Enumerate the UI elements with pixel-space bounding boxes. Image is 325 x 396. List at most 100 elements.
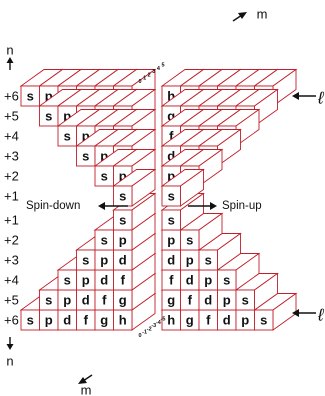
bottom-n-value-label: +6 (4, 313, 19, 328)
bottom-n-arrowhead-icon (6, 344, 14, 350)
top-n-value-label: +4 (4, 129, 19, 144)
bottom-left-orbital-label: f (84, 313, 89, 328)
bottom-left-orbital-label: h (119, 313, 127, 328)
bottom-right-orbital-label: h (167, 313, 175, 328)
top-m-arrowhead-icon (238, 12, 247, 19)
bottom-right-orbital-label: s (168, 213, 175, 228)
bottom-left-orbital-label: s (82, 253, 89, 268)
top-right-orbital-label: h (167, 89, 175, 104)
bottom-right-orbital-label: d (223, 313, 231, 328)
bottom-left-orbital-label: s (101, 233, 108, 248)
bottom-right-orbital-label: p (204, 273, 212, 288)
bottom-m-value-label: -3 (151, 323, 156, 329)
top-l-axis-label: ℓ (317, 89, 324, 108)
top-m-value-label: 0 (138, 79, 141, 85)
bottom-right-orbital-label: d (204, 293, 212, 308)
bottom-right-orbital-label: f (188, 293, 193, 308)
bottom-left-orbital-label: g (119, 293, 127, 308)
bottom-m-arrowhead-icon (78, 377, 87, 384)
bottom-right-orbital-label: p (223, 293, 231, 308)
top-n-value-label: +3 (4, 149, 19, 164)
top-left-orbital-label: s (82, 149, 89, 164)
top-n-axis-label: n (6, 43, 13, 58)
bottom-right-orbital-label: g (167, 293, 175, 308)
bottom-right-orbital-label: d (167, 253, 175, 268)
bottom-left-orbital-label: d (100, 273, 108, 288)
spin-down-arrowhead-icon (98, 202, 105, 210)
spin-down-label: Spin-down (26, 200, 80, 212)
top-m-value-label: 5 (161, 63, 164, 69)
top-right-orbital-label: p (167, 169, 175, 184)
bottom-right-orbital-label: f (169, 273, 174, 288)
bottom-m-value-label: -2 (147, 326, 152, 332)
top-n-value-label: +1 (4, 189, 19, 204)
spin-up-label: Spin-up (222, 200, 262, 212)
bottom-right-orbital-label: s (223, 273, 230, 288)
bottom-m-value-label: -5 (161, 317, 166, 323)
top-right-cell (160, 168, 205, 207)
bottom-n-value-label: +4 (4, 273, 19, 288)
bottom-left-orbital-label: p (119, 233, 127, 248)
bottom-left-orbital-label: s (27, 313, 34, 328)
bottom-n-value-label: +1 (4, 213, 19, 228)
top-n-value-label: +2 (4, 169, 19, 184)
top-m-value-label: 2 (148, 72, 151, 78)
labels-layer: n m ℓ Spin-down Spin-up ℓ n m (6, 7, 324, 396)
bottom-right-orbital-label: s (186, 233, 193, 248)
spin-up-block-top: spdfghhgfdps+6spdfggfdps+5spdffdps+4spdd… (4, 63, 298, 207)
bottom-right-orbital-label: p (241, 313, 249, 328)
bottom-left-orbital-label: f (121, 273, 126, 288)
bottom-left-orbital-label: p (82, 273, 90, 288)
top-n-value-label: +5 (4, 109, 19, 124)
bottom-n-value-label: +5 (4, 293, 19, 308)
bottom-right-orbital-label: p (186, 253, 194, 268)
top-right-orbital-label: f (169, 129, 174, 144)
top-right-orbital-label: s (168, 189, 175, 204)
top-left-orbital-label: p (63, 109, 71, 124)
bottom-left-orbital-label: d (119, 253, 127, 268)
bottom-right-cell (253, 292, 298, 331)
top-left-orbital-label: s (27, 89, 34, 104)
bottom-left-orbital-label: d (82, 293, 90, 308)
top-left-orbital-label: p (119, 169, 127, 184)
spin-up-arrowhead-icon (210, 202, 217, 210)
bottom-n-value-label: +3 (4, 253, 19, 268)
top-left-orbital-label: s (119, 189, 126, 204)
top-left-orbital-label: s (64, 129, 71, 144)
bottom-right-cell (234, 272, 279, 311)
bottom-right-orbital-label: d (186, 273, 194, 288)
top-right-orbital-label: g (167, 109, 175, 124)
bottom-l-axis-label: ℓ (317, 306, 324, 325)
bottom-left-orbital-label: g (100, 313, 108, 328)
bottom-right-orbital-label: g (186, 313, 194, 328)
top-m-value-label: 3 (152, 69, 155, 75)
top-left-orbital-label: s (45, 109, 52, 124)
top-n-value-label: +6 (4, 89, 19, 104)
top-m-axis-label: m (257, 7, 268, 22)
bottom-left-orbital-label: f (102, 293, 107, 308)
bottom-m-value-label: -4 (156, 320, 162, 326)
bottom-m-value-label: 0 (138, 333, 141, 339)
bottom-left-orbital-label: p (45, 313, 53, 328)
top-left-orbital-label: p (82, 129, 90, 144)
bottom-left-orbital-label: s (119, 213, 126, 228)
bottom-n-value-label: +2 (4, 233, 19, 248)
bottom-n-axis-label: n (6, 354, 13, 369)
bottom-left-orbital-label: s (64, 273, 71, 288)
bottom-right-orbital-label: s (260, 313, 267, 328)
bottom-m-axis-label: m (81, 383, 92, 396)
top-left-orbital-label: p (100, 149, 108, 164)
top-left-orbital-label: s (101, 169, 108, 184)
top-m-value-label: 1 (143, 76, 146, 82)
bottom-left-orbital-label: p (63, 293, 71, 308)
bottom-right-orbital-label: s (242, 293, 249, 308)
top-right-orbital-label: d (167, 149, 175, 164)
bottom-right-orbital-label: f (206, 313, 211, 328)
bottom-left-orbital-label: s (45, 293, 52, 308)
bottom-left-orbital-label: p (100, 253, 108, 268)
top-n-arrowhead-icon (6, 57, 14, 63)
bottom-right-orbital-label: s (205, 253, 212, 268)
top-left-orbital-label: p (45, 89, 53, 104)
